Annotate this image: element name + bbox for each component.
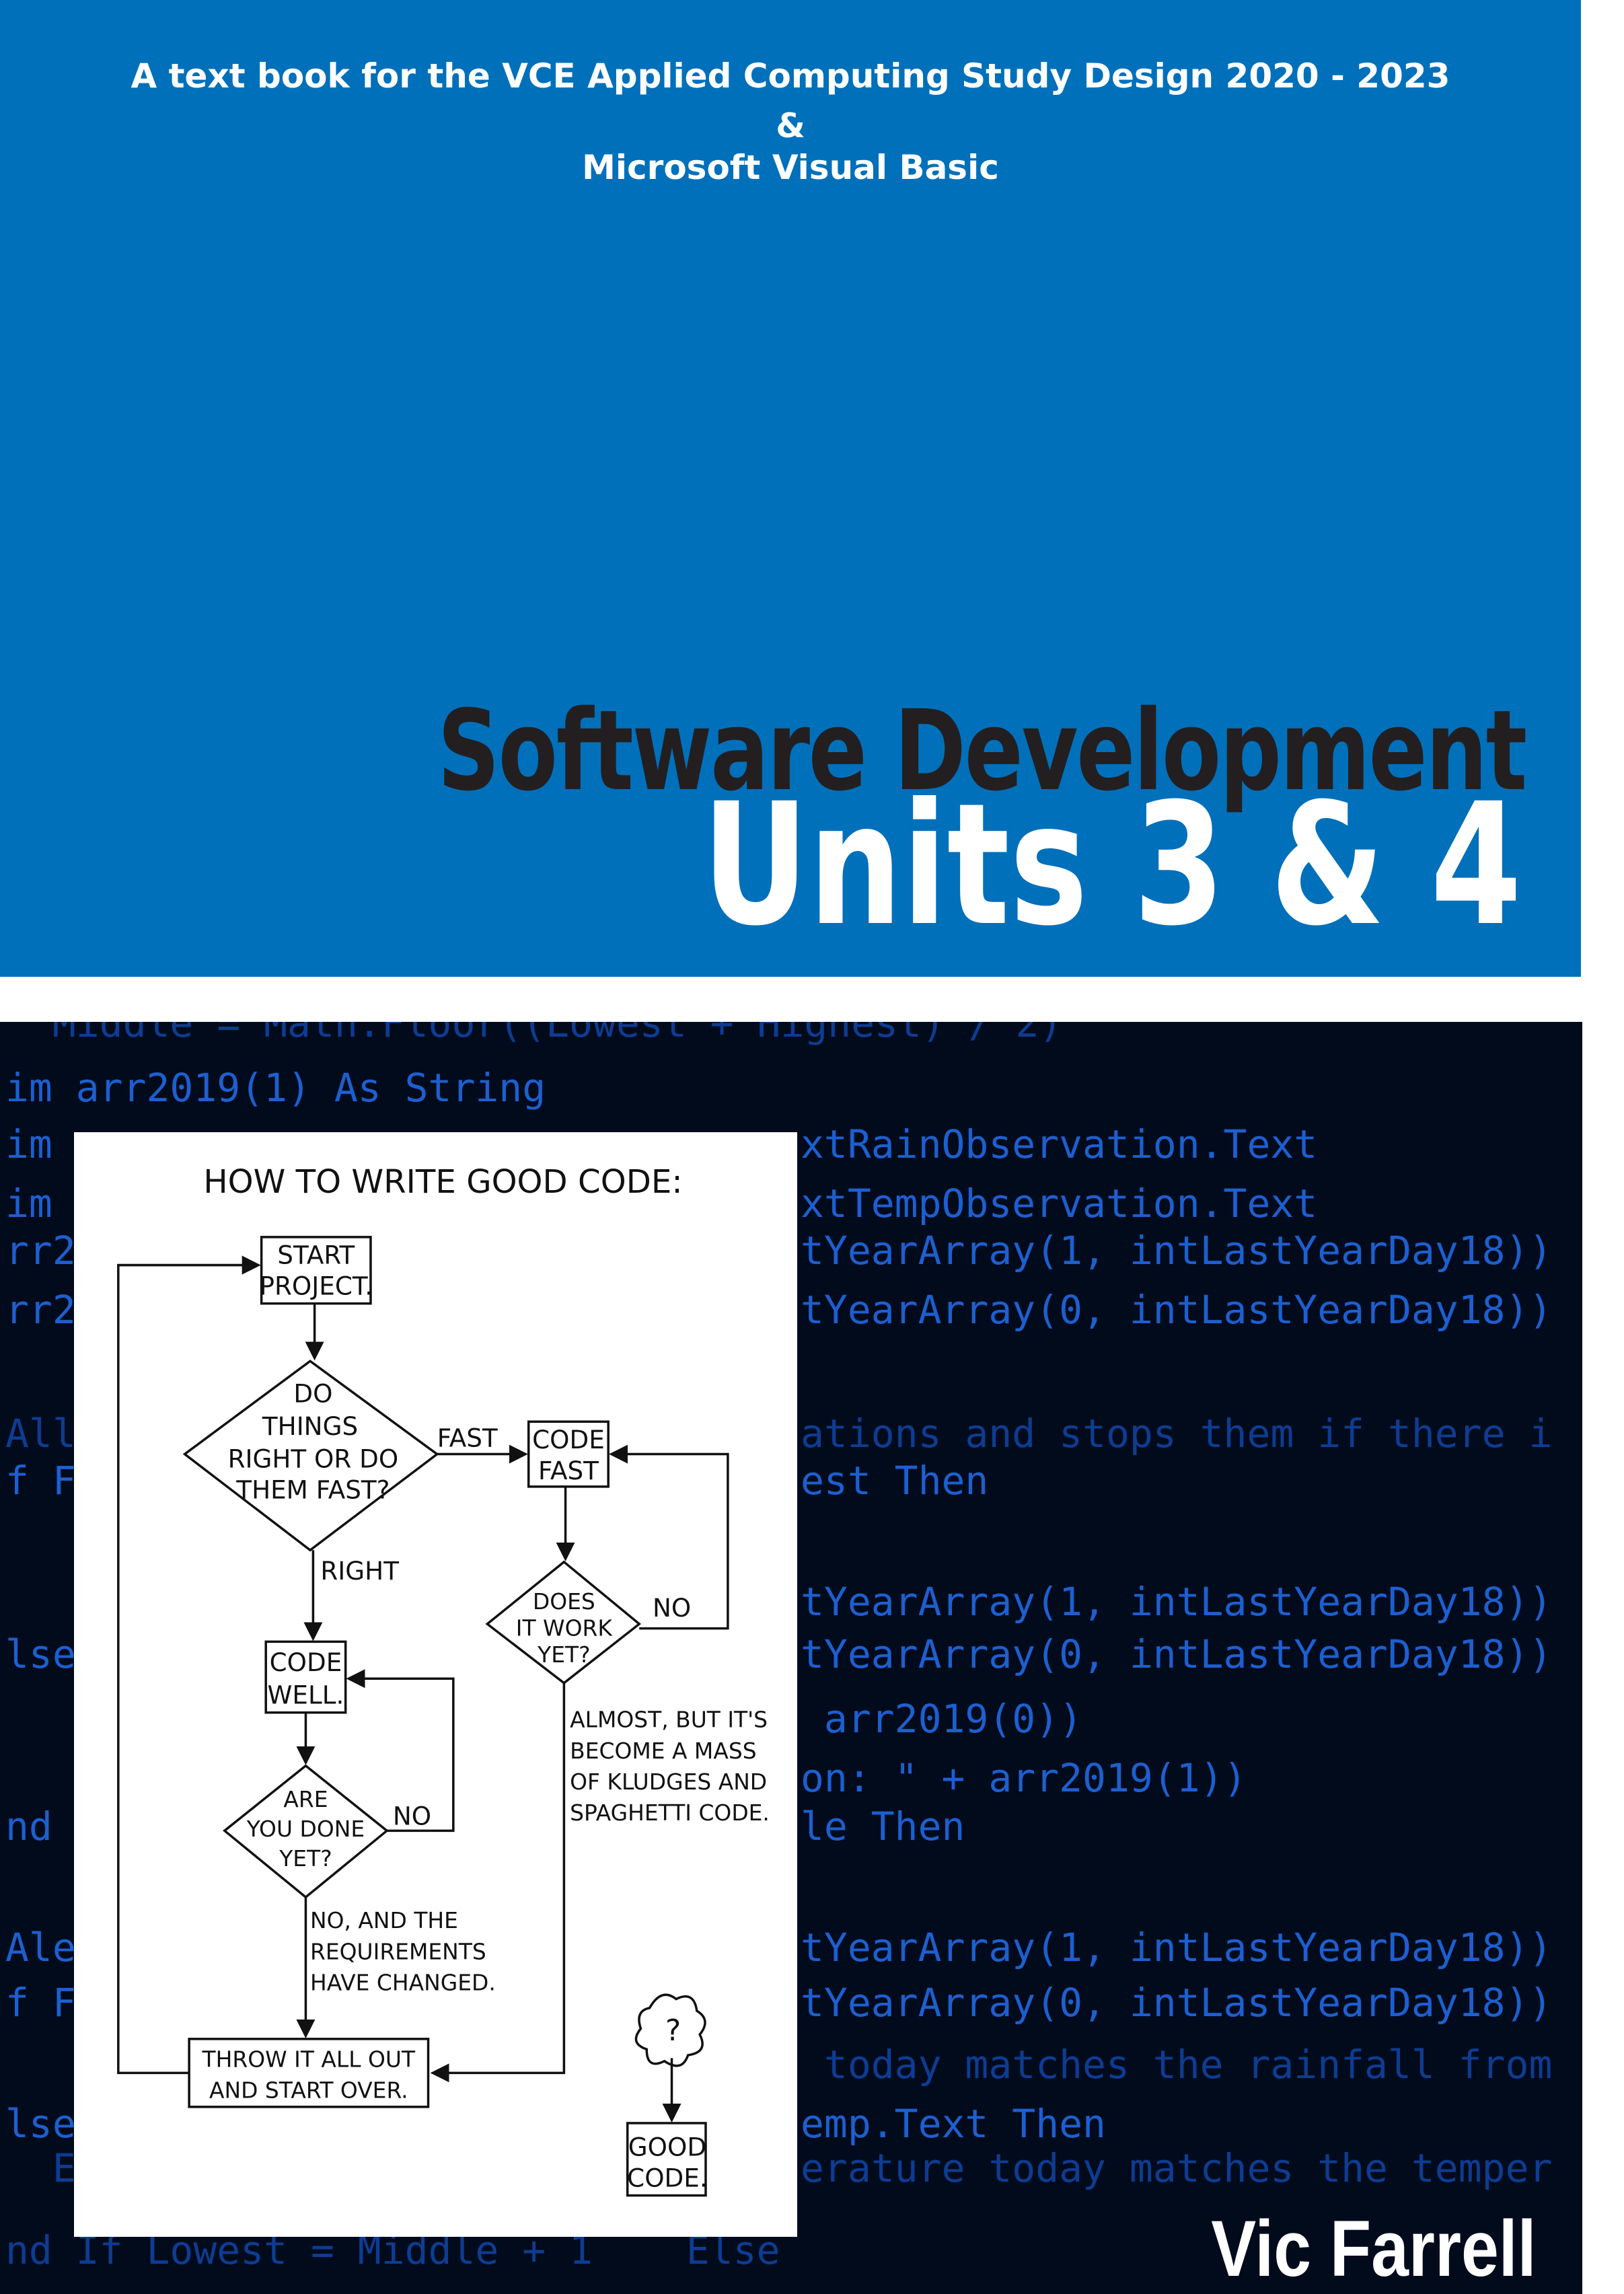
changed-label: HAVE CHANGED. [310,1969,496,1995]
code-line-right: emp.Text Then [801,2101,1106,2147]
no-label: NO [653,1593,691,1623]
code-well-label: WELL. [268,1680,344,1710]
right-label: RIGHT [320,1556,399,1586]
code-line-right: arr2019(0)) [801,1696,1083,1742]
code-fast-box [527,1420,610,1488]
good-code-box [626,2122,707,2197]
code-line-left: Else [639,2227,780,2273]
code-line-left: Ale [5,1925,76,1970]
throw-label: AND START OVER. [209,2077,408,2104]
author-name: Vic Farrell [1211,2205,1537,2293]
title-panel [0,0,1581,977]
subtitle-line-3: Microsoft Visual Basic [582,148,999,187]
decision-label: THEM FAST? [235,1475,390,1504]
code-line-left: rr2 [5,1287,76,1333]
code-line-left: im [5,1181,52,1226]
book-title: Software Development [437,686,1527,815]
code-line-left: E [5,2145,76,2191]
code-line-right: today matches the rainfall from [801,2042,1553,2087]
code-line-right: tYearArray(0, intLastYearDay18)) [801,1287,1553,1333]
code-line-right: ations and stops them if there i [801,1411,1553,1456]
code-line-left: All [5,1411,76,1456]
code-line-left: nd [5,1804,52,1849]
changed-label: REQUIREMENTS [310,1938,486,1964]
decision-label: YOU DONE [246,1816,365,1842]
code-fast-label: CODE [532,1425,605,1454]
code-line-right: erature today matches the temper [801,2145,1553,2191]
start-label: PROJECT. [260,1271,373,1300]
decision-label: ARE [283,1786,328,1812]
decision-label: YET? [537,1641,590,1668]
code-line-left: f F [5,1458,76,1504]
code-line-left: im arr2019(1) As String [5,1065,546,1111]
code-fast-label: FAST [538,1456,599,1485]
flowchart-comic: HOW TO WRITE GOOD CODE: START PROJECT. D… [74,1132,797,2237]
code-line-right: le Then [801,1804,965,1849]
code-line-right: tYearArray(1, intLastYearDay18)) [801,1925,1553,1970]
code-line-right: tYearArray(0, intLastYearDay18)) [801,1980,1553,2026]
throw-label: THROW IT ALL OUT [202,2046,416,2073]
code-line-right: xtTempObservation.Text [801,1181,1318,1226]
subtitle-ampersand: & [776,106,805,145]
book-units: Units 3 & 4 [702,767,1522,963]
code-line-right: est Then [801,1458,989,1504]
mystery-cloud [634,1993,706,2067]
decision-right-or-fast [182,1360,439,1552]
code-well-label: CODE [270,1648,342,1677]
subtitle-line-1: A text book for the VCE Applied Computin… [131,57,1450,96]
almost-label: ALMOST, BUT IT'S [570,1707,768,1733]
good-code-label: CODE. [627,2163,708,2192]
flowchart-svg: HOW TO WRITE GOOD CODE: START PROJECT. D… [117,1163,770,2197]
start-box [260,1236,372,1305]
almost-label: SPAGHETTI CODE. [570,1800,770,1826]
code-line-right: tYearArray(1, intLastYearDay18)) [801,1228,1553,1273]
code-line-right: tYearArray(1, intLastYearDay18)) [801,1579,1553,1625]
code-line-left: im [5,1121,52,1167]
good-code-label: GOOD [628,2132,706,2161]
changed-label: NO, AND THE [310,1907,458,1933]
code-line-left: lse [5,2101,76,2147]
decision-label: IT WORK [516,1615,614,1641]
almost-label: BECOME A MASS [570,1738,756,1764]
code-line-left: rr2 [5,1228,76,1273]
code-line-left: f F [5,1980,76,2026]
decision-label: THINGS [262,1411,358,1441]
fast-label: FAST [437,1423,498,1453]
almost-label: OF KLUDGES AND [570,1769,767,1795]
code-line-left: nd If Lowest = Middle + 1 [5,2227,593,2273]
code-line-left: lse [5,1631,76,1677]
decision-label: DOES [533,1588,595,1615]
code-line-right: on: " + arr2019(1)) [801,1755,1247,1801]
start-label: START [277,1240,355,1269]
decision-label: RIGHT OR DO [228,1444,399,1473]
code-line-left: Middle = Math.Floor((Lowest + Highest) /… [5,1022,1063,1046]
no-label: NO [393,1802,431,1831]
question-mark: ? [665,2013,681,2048]
comic-title: HOW TO WRITE GOOD CODE: [203,1163,682,1201]
decision-label: YET? [279,1845,332,1872]
decision-label: DO [293,1379,332,1409]
code-line-right: tYearArray(0, intLastYearDay18)) [801,1631,1553,1677]
code-line-right: xtRainObservation.Text [801,1121,1318,1167]
